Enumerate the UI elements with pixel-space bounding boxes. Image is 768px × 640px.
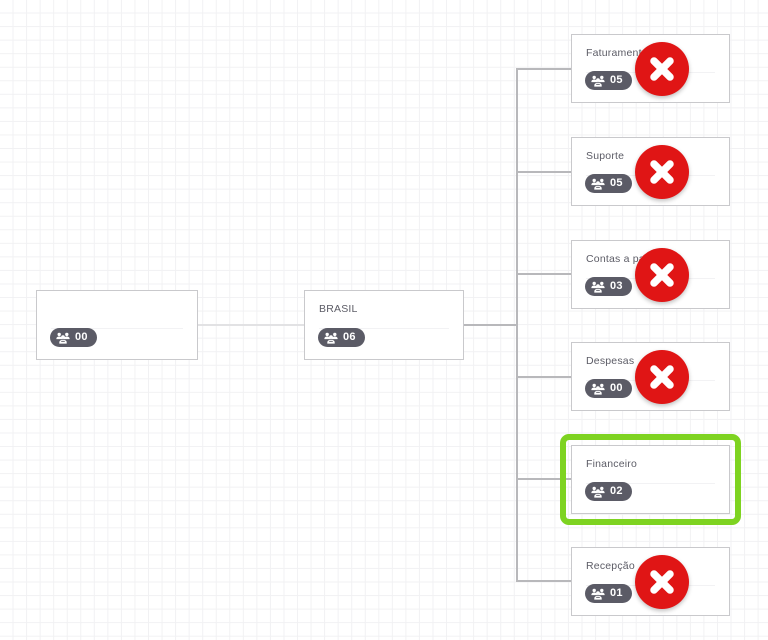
users-icon <box>591 178 605 190</box>
users-icon <box>56 332 70 344</box>
connector-branch-despesas <box>516 376 572 378</box>
remove-node-button-suporte[interactable] <box>635 145 689 199</box>
remove-node-button-faturamento[interactable] <box>635 42 689 96</box>
users-icon <box>591 281 605 293</box>
connector-branch-contas-a-pagar <box>516 273 572 275</box>
org-node-label: Financeiro <box>586 458 638 470</box>
connector-branch-recepcao <box>516 580 572 582</box>
org-node-brasil[interactable]: BRASIL 06 <box>304 290 464 360</box>
remove-node-button-contas-a-pagar[interactable] <box>635 248 689 302</box>
users-icon <box>591 383 605 395</box>
remove-node-button-recepcao[interactable] <box>635 555 689 609</box>
remove-x-icon <box>650 263 674 287</box>
member-count-value: 00 <box>610 382 623 394</box>
connector-branch-financeiro <box>516 478 572 480</box>
connector-brasil-to-trunk <box>464 324 518 326</box>
users-icon <box>591 588 605 600</box>
connector-root-to-brasil <box>198 324 304 326</box>
org-node-label: BRASIL <box>319 303 358 315</box>
org-node-label: Faturamento <box>586 47 648 59</box>
users-icon <box>591 178 605 190</box>
member-count-badge[interactable]: 02 <box>585 482 632 501</box>
users-icon <box>56 332 70 344</box>
remove-x-icon <box>650 160 674 184</box>
card-divider <box>586 483 715 484</box>
member-count-value: 00 <box>75 331 88 343</box>
org-node-root[interactable]: 00 <box>36 290 198 360</box>
member-count-value: 06 <box>343 331 356 343</box>
users-icon <box>591 383 605 395</box>
users-icon <box>591 486 605 498</box>
member-count-value: 02 <box>610 485 623 497</box>
member-count-value: 05 <box>610 74 623 86</box>
connector-branch-suporte <box>516 171 572 173</box>
member-count-badge[interactable]: 05 <box>585 71 632 90</box>
remove-x-icon <box>650 57 674 81</box>
org-node-label: Suporte <box>586 150 625 162</box>
connector-trunk <box>516 68 518 581</box>
member-count-badge[interactable]: 06 <box>318 328 365 347</box>
org-node-label: Despesas <box>586 355 635 367</box>
users-icon <box>591 75 605 87</box>
card-divider <box>51 328 183 329</box>
remove-x-icon <box>650 570 674 594</box>
org-node-label: Recepção <box>586 560 635 572</box>
member-count-badge[interactable]: 01 <box>585 584 632 603</box>
member-count-value: 05 <box>610 177 623 189</box>
member-count-badge[interactable]: 05 <box>585 174 632 193</box>
member-count-badge[interactable]: 00 <box>50 328 97 347</box>
card-divider <box>319 328 449 329</box>
users-icon <box>591 588 605 600</box>
org-node-financeiro[interactable]: Financeiro 02 <box>571 445 730 514</box>
remove-x-icon <box>650 365 674 389</box>
member-count-value: 03 <box>610 280 623 292</box>
users-icon <box>591 486 605 498</box>
users-icon <box>591 281 605 293</box>
member-count-badge[interactable]: 03 <box>585 277 632 296</box>
member-count-value: 01 <box>610 587 623 599</box>
connector-branch-faturamento <box>516 68 572 70</box>
remove-node-button-despesas[interactable] <box>635 350 689 404</box>
users-icon <box>324 332 338 344</box>
users-icon <box>591 75 605 87</box>
users-icon <box>324 332 338 344</box>
member-count-badge[interactable]: 00 <box>585 379 632 398</box>
